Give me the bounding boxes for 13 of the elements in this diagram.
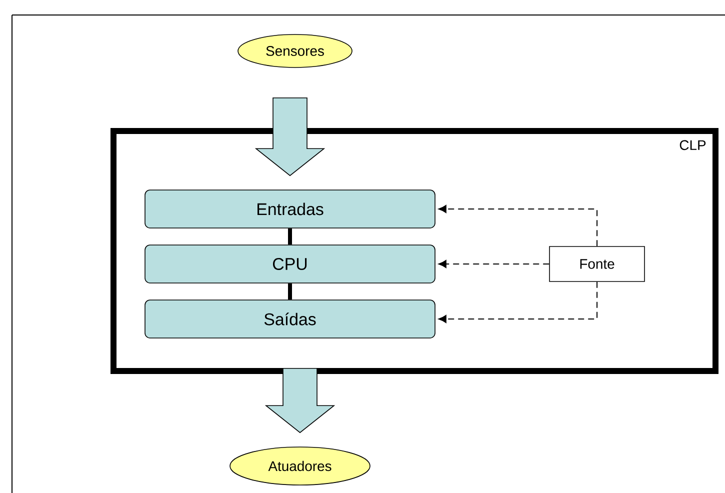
dashed-arrow — [438, 260, 550, 268]
connector-line — [288, 228, 292, 245]
block-arrow — [254, 98, 326, 176]
dashed-arrow — [438, 205, 598, 247]
dashed-arrow — [438, 281, 598, 323]
text-box: Fonte — [549, 246, 645, 282]
oval-node: Atuadores — [230, 446, 370, 486]
block-arrow — [264, 368, 336, 434]
process-box: CPU — [144, 244, 436, 284]
oval-node: Sensores — [238, 34, 352, 68]
connector-line — [288, 283, 292, 300]
process-box: Saídas — [144, 300, 436, 338]
process-box: Entradas — [144, 190, 436, 228]
